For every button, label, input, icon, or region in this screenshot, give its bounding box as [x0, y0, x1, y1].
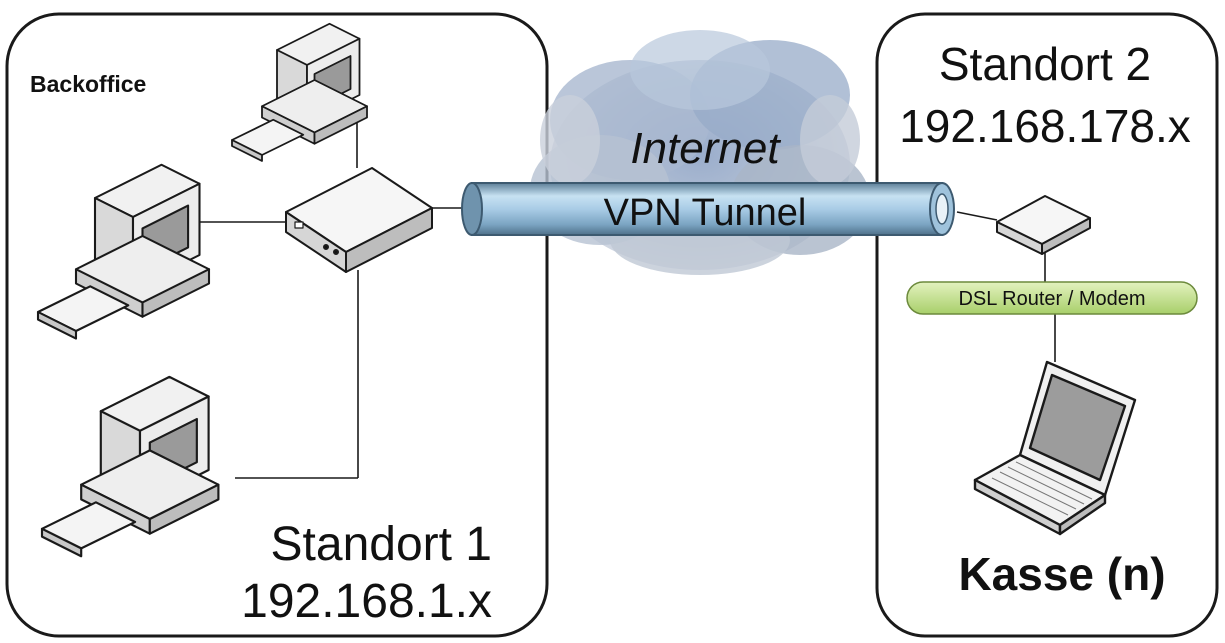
backoffice-label: Backoffice	[30, 71, 146, 97]
site1-name: Standort 1	[271, 518, 492, 571]
site2-network: 192.168.178.x	[899, 100, 1191, 152]
site1-network: 192.168.1.x	[241, 575, 492, 628]
router-label-pill	[906, 281, 1198, 315]
kasse-label: Kasse (n)	[958, 548, 1165, 600]
laptop-icon	[973, 360, 1137, 536]
site1-links	[185, 120, 466, 479]
site2-name: Standort 2	[939, 38, 1151, 90]
router-label: DSL Router / Modem	[958, 288, 1145, 310]
dsl-router-icon	[996, 195, 1091, 255]
vpn-tunnel-label: VPN Tunnel	[604, 192, 807, 234]
vpn-tunnel-icon	[461, 182, 955, 236]
desktop-computer-icon	[40, 375, 220, 558]
site1-boundary	[5, 12, 549, 638]
router-icon	[285, 167, 433, 273]
desktop-computer-icon	[231, 22, 368, 162]
desktop-computer-icon	[36, 163, 211, 340]
site2-boundary	[875, 12, 1219, 638]
internet-label: Internet	[630, 124, 781, 173]
